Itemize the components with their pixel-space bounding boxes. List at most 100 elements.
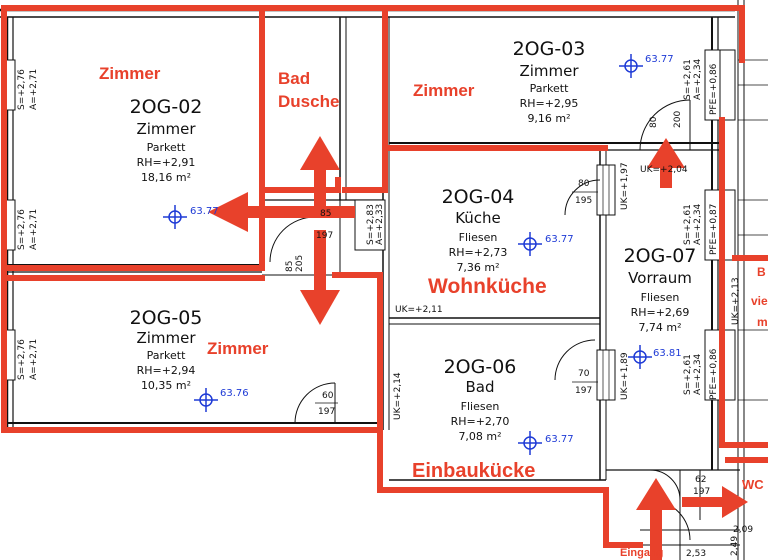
lintel: UK=+2,13 [731,277,741,325]
red-outline [1,5,768,548]
marker-value: 63.77 [545,434,574,445]
room-id: 2OG-07 [624,245,697,267]
door-width: 70 [578,369,590,379]
label-edge: vie [751,294,768,308]
room-height: RH=+2,95 [520,97,579,110]
dim-bottom: 2,49 [730,536,740,556]
dim-bottom: 2,09 [733,525,753,535]
parapet: PFE=+0,86 [709,63,719,115]
lintel: UK=+1,89 [620,352,630,400]
level-markers: 63.77 63.77 63.77 63.76 63.77 63.81 [163,54,682,455]
window-sill: S=+2,76 [17,209,27,250]
marker-value: 63.77 [190,206,219,217]
window-top: A=+2,34 [693,58,703,100]
marker-value: 63.81 [653,348,682,359]
label-bad: Bad [278,69,310,88]
marker-crosshair-icon [163,54,652,455]
room-id: 2OG-04 [442,186,515,208]
door-height: 197 [575,386,592,396]
lintel: UK=+2,04 [640,165,688,175]
red-arrows [208,136,748,560]
room-2og-07: 2OG-07 Vorraum Fliesen RH=+2,69 7,74 m² [624,245,697,334]
lintel: UK=+2,11 [395,305,443,315]
window-top: A=+2,71 [29,209,39,250]
dim-bottom: 2,53 [686,549,706,559]
room-name: Zimmer [519,62,579,80]
shaft-top: A=+2,33 [375,204,385,245]
room-area: 7,08 m² [458,430,501,443]
lintel: UK=+2,14 [393,372,403,420]
room-height: RH=+2,94 [137,364,196,377]
room-2og-05: 2OG-05 Zimmer Parkett RH=+2,94 10,35 m² [130,307,203,392]
shaft-sill: S=+2,83 [366,204,376,245]
window-top: A=+2,71 [29,339,39,380]
door-height: 197 [318,407,335,417]
room-floor: Parkett [530,82,569,95]
room-2og-06: 2OG-06 Bad Fliesen RH=+2,70 7,08 m² [444,356,517,443]
window-sill: S=+2,76 [17,339,27,380]
window-top: A=+2,34 [693,203,703,245]
window-sill: S=+2,61 [683,354,693,395]
label-wc: WC [742,477,764,492]
room-id: 2OG-03 [513,38,586,60]
room-area: 7,74 m² [638,321,681,334]
marker-value: 63.77 [645,54,674,65]
door-height: 197 [316,231,333,241]
room-id: 2OG-06 [444,356,517,378]
room-name: Bad [465,378,494,396]
room-name: Zimmer [136,120,196,138]
label-wohnkueche: Wohnküche [428,275,547,298]
room-area: 7,36 m² [456,261,499,274]
door-width: 80 [649,116,659,128]
label-zimmer: Zimmer [207,339,269,358]
room-area: 10,35 m² [141,379,191,392]
label-dusche: Dusche [278,92,339,111]
room-id: 2OG-02 [130,96,203,118]
room-2og-04: 2OG-04 Küche Fliesen RH=+2,73 7,36 m² [442,186,515,274]
window-sill: S=+2,76 [17,69,27,110]
label-zimmer: Zimmer [99,64,161,83]
room-height: RH=+2,70 [451,415,510,428]
room-area: 9,16 m² [527,112,570,125]
window-top: A=+2,71 [29,69,39,110]
dimension-notes: S=+2,76 A=+2,71 S=+2,76 A=+2,71 S=+2,76 … [17,58,753,559]
lintel: UK=+1,97 [620,162,630,210]
door-height: 205 [295,255,305,272]
room-name: Vorraum [628,269,692,287]
door-width: 80 [578,179,590,189]
room-floor: Parkett [147,141,186,154]
label-eingang: Eingang [620,547,663,559]
room-2og-03: 2OG-03 Zimmer Parkett RH=+2,95 9,16 m² [513,38,586,125]
room-id: 2OG-05 [130,307,203,329]
parapet: PFE=+0,86 [709,348,719,400]
window-top: A=+2,34 [693,353,703,395]
label-edge: B [757,265,766,279]
door-width: 85 [285,261,295,272]
room-name: Küche [455,209,501,227]
window-sill: S=+2,61 [683,204,693,245]
window-sill: S=+2,61 [683,59,693,100]
room-floor: Fliesen [461,400,500,413]
red-annotations: Zimmer Zimmer Zimmer Bad Dusche Wohnküch… [99,64,768,559]
room-floor: Fliesen [459,231,498,244]
door-height: 197 [693,487,710,497]
room-area: 18,16 m² [141,171,191,184]
door-height: 195 [575,196,592,206]
label-edge: m [757,315,768,329]
door-width: 60 [322,391,334,401]
door-width: 85 [320,209,331,219]
room-height: RH=+2,69 [631,306,690,319]
label-einbaukuecke: Einbaukücke [412,460,535,482]
marker-value: 63.76 [220,388,249,399]
room-name: Zimmer [136,329,196,347]
marker-value: 63.77 [545,234,574,245]
room-2og-02: 2OG-02 Zimmer Parkett RH=+2,91 18,16 m² [130,96,203,184]
door-width: 62 [695,475,706,485]
room-floor: Parkett [147,349,186,362]
parapet: PFE=+0,87 [709,204,719,255]
label-zimmer: Zimmer [413,81,475,100]
room-floor: Fliesen [641,291,680,304]
room-height: RH=+2,73 [449,246,508,259]
door-height: 200 [673,111,683,128]
